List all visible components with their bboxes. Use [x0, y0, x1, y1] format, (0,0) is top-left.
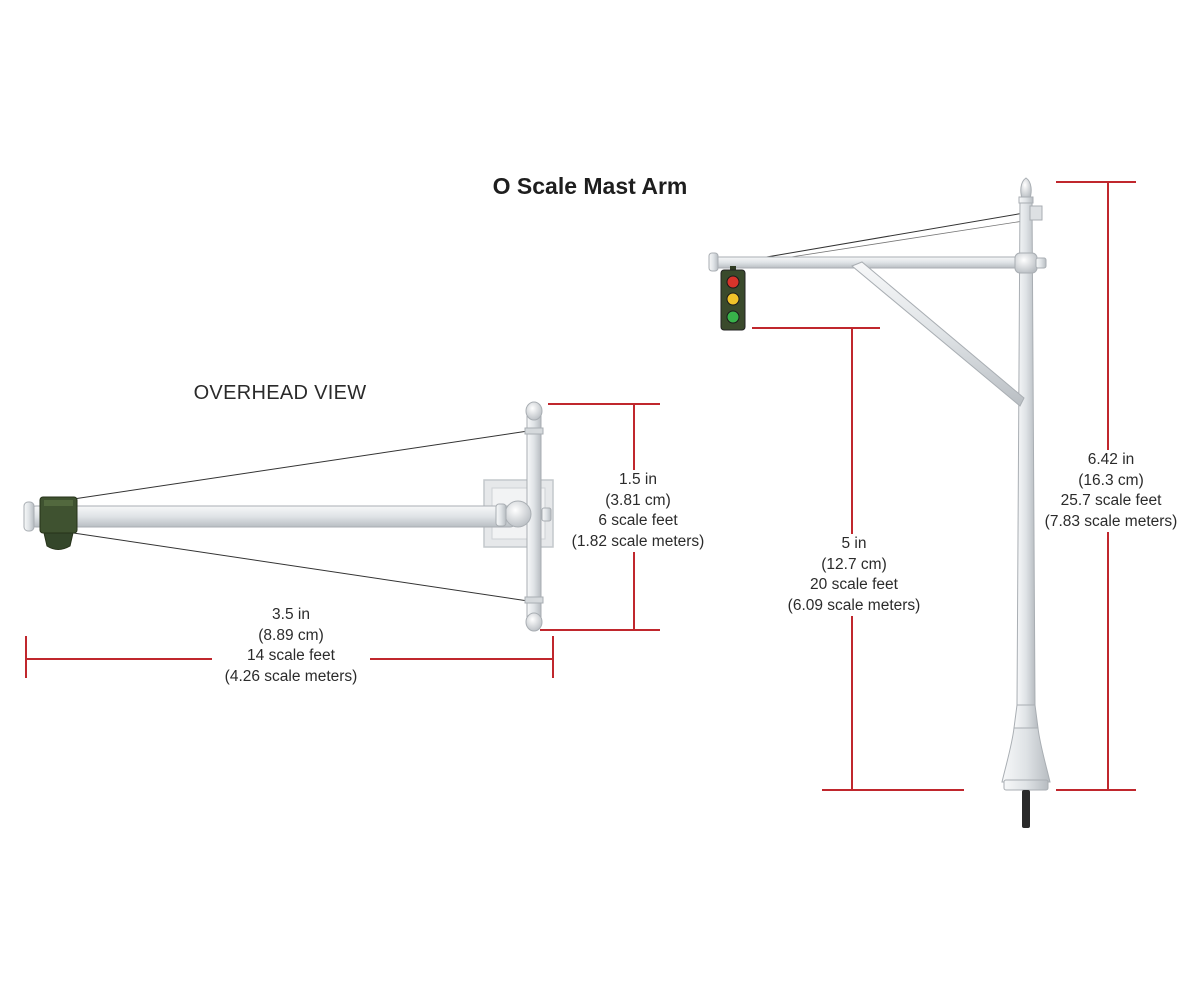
total-height-in: 6.42 in	[1087, 451, 1135, 468]
overhead-wire-clamp-bottom	[524, 596, 544, 604]
overhead-length-scale-meters: (4.26 scale meters)	[224, 667, 358, 685]
overhead-traffic-signal	[39, 496, 78, 550]
overhead-depth-label: 1.5 in (3.81 cm) 6 scale feet (1.82 scal…	[560, 470, 716, 552]
signal-green-lamp	[726, 310, 740, 324]
overhead-crossbar-end-bottom	[525, 612, 543, 632]
side-view	[708, 177, 1051, 828]
overhead-hub-collar	[495, 503, 507, 527]
total-height-scale-meters: (7.83 scale meters)	[1044, 512, 1178, 530]
overhead-arm-end-cap	[23, 501, 35, 532]
overhead-depth-cm: (3.81 cm)	[605, 491, 671, 509]
side-diagonal-brace	[851, 261, 1025, 407]
overhead-mast-arm	[29, 505, 517, 528]
signal-yellow-lamp	[726, 292, 740, 306]
overhead-hub-bolt	[541, 507, 552, 522]
side-mast-arm	[713, 256, 1033, 269]
side-traffic-signal	[720, 266, 746, 331]
overhead-crossbar-end-top	[525, 401, 543, 421]
side-guy-wire-upper	[719, 211, 1031, 266]
overhead-depth-scale-meters: (1.82 scale meters)	[571, 532, 705, 550]
side-pole-base	[1013, 704, 1039, 729]
clearance-height-cm: (12.7 cm)	[821, 555, 887, 573]
overhead-pole-hub	[504, 500, 532, 528]
side-anchor-rod	[1022, 790, 1030, 828]
side-pole-shaft	[1016, 197, 1036, 706]
overhead-length-label: 3.5 in (8.89 cm) 14 scale feet (4.26 sca…	[212, 605, 370, 687]
overhead-length-scale-feet: 14 scale feet	[247, 647, 335, 664]
overhead-length-cm: (8.89 cm)	[258, 626, 324, 644]
side-pole-finial	[1020, 177, 1032, 199]
overhead-view-label: OVERHEAD VIEW	[193, 382, 367, 404]
signal-red-lamp	[726, 275, 740, 289]
overhead-guy-wire-upper	[59, 430, 529, 502]
clearance-height-label: 5 in (12.7 cm) 20 scale feet (6.09 scale…	[776, 534, 932, 616]
clearance-height-scale-meters: (6.09 scale meters)	[787, 596, 921, 614]
clearance-height-in: 5 in	[841, 535, 867, 552]
diagram-title: O Scale Mast Arm	[492, 173, 688, 199]
side-wire-bracket	[1029, 205, 1043, 221]
total-height-cm: (16.3 cm)	[1078, 471, 1144, 489]
side-arm-hub	[1014, 252, 1038, 274]
overhead-depth-scale-feet: 6 scale feet	[598, 512, 678, 529]
overhead-guy-wire-lower	[59, 530, 529, 602]
overhead-length-in: 3.5 in	[272, 606, 310, 623]
total-height-label: 6.42 in (16.3 cm) 25.7 scale feet (7.83 …	[1040, 450, 1182, 532]
overhead-view	[23, 401, 554, 632]
overhead-wire-clamp-top	[524, 427, 544, 435]
total-height-scale-feet: 25.7 scale feet	[1060, 492, 1162, 509]
clearance-height-scale-feet: 20 scale feet	[810, 576, 898, 593]
overhead-depth-in: 1.5 in	[619, 471, 657, 488]
